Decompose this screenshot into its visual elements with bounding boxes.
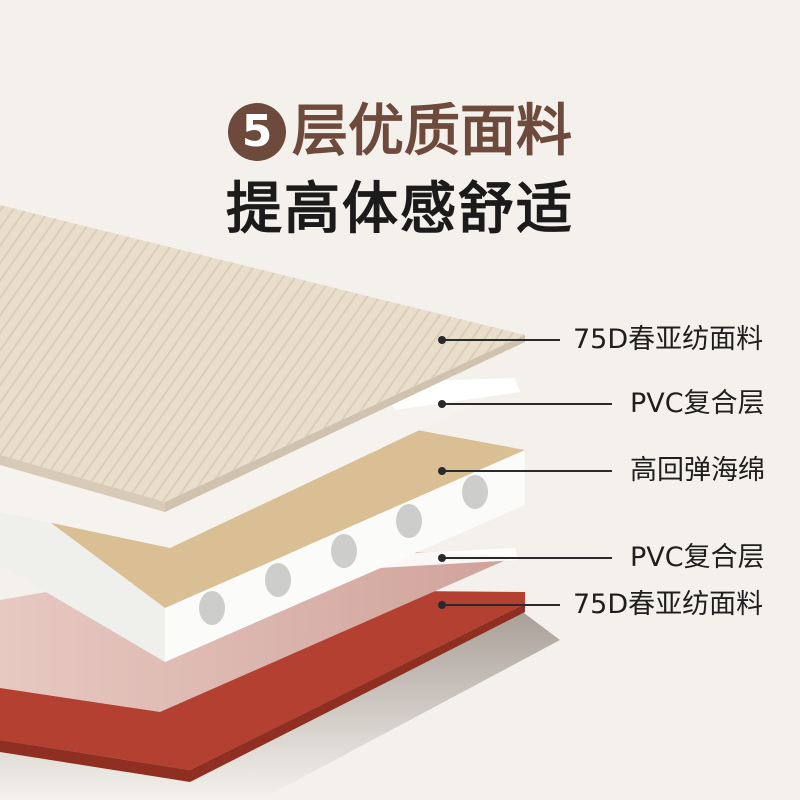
layer-label-3: 高回弹海绵 xyxy=(630,455,765,486)
sponge-holes xyxy=(199,475,488,625)
top-fabric-layer xyxy=(0,205,525,512)
layer-label-4: PVC复合层 xyxy=(630,542,765,573)
headline-line-1: 5 层优质面料 xyxy=(0,100,800,164)
number-badge: 5 xyxy=(228,103,286,161)
layer-label-2: PVC复合层 xyxy=(630,388,765,419)
leader-dots xyxy=(438,336,446,609)
layer-label-5: 75D春亚纺面料 xyxy=(573,589,764,620)
headline: 5 层优质面料 提高体感舒适 xyxy=(0,100,800,242)
leader-lines xyxy=(442,339,612,606)
headline-line-2: 提高体感舒适 xyxy=(226,177,574,242)
headline-line-1-text: 层优质面料 xyxy=(292,99,572,164)
layer-label-1: 75D春亚纺面料 xyxy=(573,324,764,355)
